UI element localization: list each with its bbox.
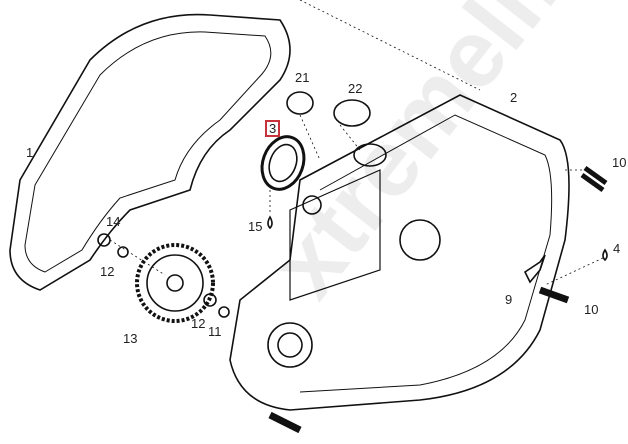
drop-4 [602, 248, 608, 262]
callout-2: 2 [510, 90, 518, 105]
callout-3-highlighted[interactable]: 3 [265, 120, 281, 137]
nut-12-left [117, 246, 129, 258]
nut-12-right [203, 293, 217, 307]
bracket-9 [523, 254, 546, 284]
bolt-10-lower [538, 286, 570, 304]
callout-10-top: 10 [612, 155, 627, 170]
callout-10-lower: 10 [584, 302, 599, 317]
bolt-10-top [580, 165, 608, 193]
drop-15 [267, 215, 273, 230]
plug-21 [286, 91, 314, 115]
callout-12-right: 12 [191, 316, 206, 331]
callout-11: 11 [208, 324, 222, 339]
callout-4: 4 [613, 241, 621, 256]
gasket-part [9, 13, 291, 291]
callout-15: 15 [248, 219, 263, 234]
gasket-inner [24, 31, 272, 273]
callout-12-left: 12 [100, 264, 115, 279]
callout-14: 14 [106, 214, 121, 229]
callout-9: 9 [505, 292, 513, 307]
plug-22 [333, 99, 371, 127]
washer-11 [218, 306, 230, 318]
gear-13 [135, 243, 215, 323]
callout-22: 22 [348, 81, 363, 96]
callout-13: 13 [123, 331, 138, 346]
oil-seal-3 [260, 135, 306, 191]
crankcase-part [229, 94, 570, 411]
callout-1: 1 [26, 145, 34, 160]
callout-21: 21 [295, 70, 310, 85]
